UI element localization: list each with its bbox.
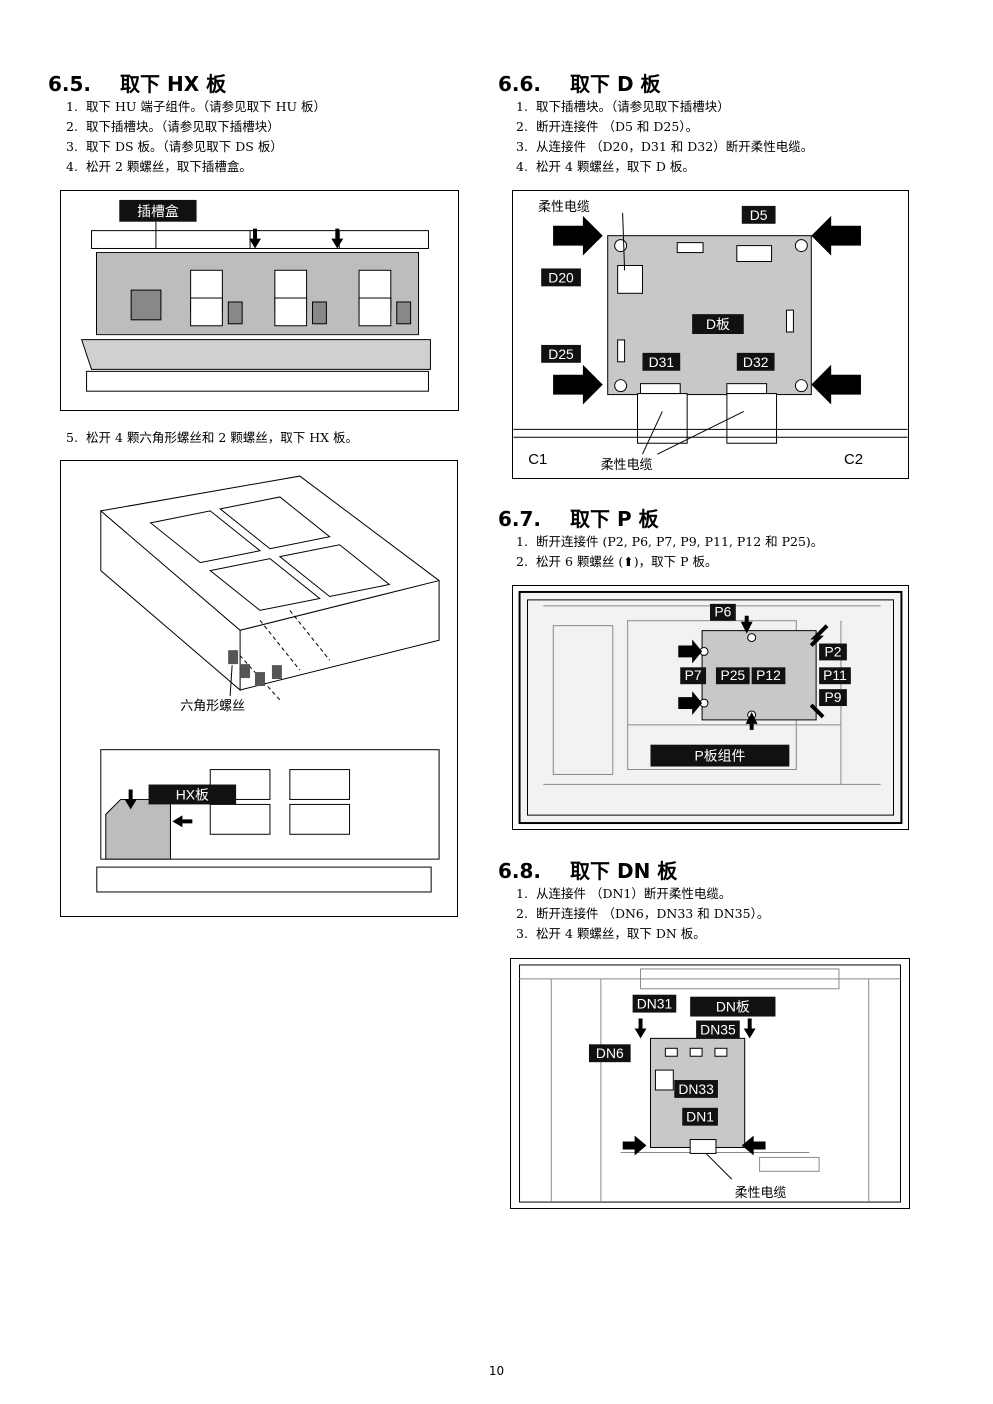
p12-label: P12 <box>756 667 781 683</box>
p-board-figure: P板组件 P6 P2 P7 P25 P12 P11 P9 <box>512 585 909 830</box>
step-item: 1.从连接件 （DN1）断开柔性电缆。 <box>516 886 732 901</box>
step-item: 4.松开 2 颗螺丝，取下插槽盒。 <box>66 159 252 174</box>
d-flex-cable-top-label: 柔性电缆 <box>538 199 590 214</box>
section-6-5-step5: 5.松开 4 颗六角形螺丝和 2 颗螺丝，取下 HX 板。 <box>66 430 359 445</box>
dn-board-label: DN板 <box>716 999 750 1015</box>
c2-label: C2 <box>844 452 863 468</box>
hex-screw-label: 六角形螺丝 <box>180 698 245 713</box>
section-6-6-steps: 1.取下插槽块。（请参见取下插槽块） 2.断开连接件 （D5 和 D25）。 3… <box>516 97 813 177</box>
dn1-label: DN1 <box>686 1109 714 1125</box>
section-6-5-title: 6.5.取下 HX 板 <box>48 72 227 96</box>
dn6-label: DN6 <box>596 1045 624 1061</box>
section-6-8-steps: 1.从连接件 （DN1）断开柔性电缆。 2.断开连接件 （DN6，DN33 和 … <box>516 884 769 944</box>
hx-board-label: HX板 <box>176 786 209 802</box>
dn31-label: DN31 <box>637 996 673 1012</box>
d5-label: D5 <box>750 207 768 223</box>
c1-label: C1 <box>528 452 547 468</box>
step-item: 1.取下 HU 端子组件。（请参见取下 HU 板） <box>66 99 327 114</box>
p25-label: P25 <box>720 667 745 683</box>
d-board-label: D板 <box>706 316 730 332</box>
step-item: 2.松开 6 颗螺丝 (⬆)，取下 P 板。 <box>516 554 718 569</box>
hx-board-figure: 六角形螺丝 HX板 <box>60 460 458 917</box>
d32-label: D32 <box>743 354 769 370</box>
page-number: 10 <box>488 1364 505 1378</box>
dn33-label: DN33 <box>678 1081 714 1097</box>
d-flex-cable-bottom-label: 柔性电缆 <box>601 457 653 472</box>
d25-label: D25 <box>548 346 574 362</box>
step-item: 4.松开 4 颗螺丝，取下 D 板。 <box>516 159 695 174</box>
d-board-figure: 柔性电缆 D5 D20 D板 D25 D31 D32 C1 C2 柔性电缆 <box>512 190 909 479</box>
dn35-label: DN35 <box>700 1021 736 1037</box>
step-item: 1.取下插槽块。（请参见取下插槽块） <box>516 99 730 114</box>
dn-board-figure: DN31 DN板 DN35 DN6 DN33 DN1 柔性电缆 <box>510 958 910 1209</box>
p9-label: P9 <box>824 689 841 705</box>
slot-box-label: 插槽盒 <box>137 203 179 219</box>
p2-label: P2 <box>824 643 841 659</box>
step-item: 2.断开连接件 （DN6，DN33 和 DN35）。 <box>516 906 770 921</box>
p7-label: P7 <box>685 667 702 683</box>
section-6-8-title: 6.8.取下 DN 板 <box>498 859 678 883</box>
step-item: 2.取下插槽块。（请参见取下插槽块） <box>66 119 280 134</box>
slot-box-figure: 插槽盒 <box>60 190 459 411</box>
step-item: 3.松开 4 颗螺丝，取下 DN 板。 <box>516 926 706 941</box>
p11-label: P11 <box>823 667 847 683</box>
section-6-7-title: 6.7.取下 P 板 <box>498 507 659 531</box>
dn-flex-cable-label: 柔性电缆 <box>735 1185 787 1200</box>
p-assembly-label: P板组件 <box>694 748 745 764</box>
section-6-6-title: 6.6.取下 D 板 <box>498 72 661 96</box>
step-item: 1.断开连接件 (P2, P6, P7, P9, P11, P12 和 P25)… <box>516 534 824 549</box>
step-item: 2.断开连接件 （D5 和 D25）。 <box>516 119 699 134</box>
step-item: 3.取下 DS 板。（请参见取下 DS 板） <box>66 139 283 154</box>
section-6-5-steps: 1.取下 HU 端子组件。（请参见取下 HU 板） 2.取下插槽块。（请参见取下… <box>66 97 326 177</box>
d20-label: D20 <box>548 269 574 285</box>
d31-label: D31 <box>649 354 675 370</box>
step-item: 3.从连接件 （D20，D31 和 D32）断开柔性电缆。 <box>516 139 814 154</box>
p6-label: P6 <box>714 604 731 620</box>
section-6-7-steps: 1.断开连接件 (P2, P6, P7, P9, P11, P12 和 P25)… <box>516 532 823 572</box>
